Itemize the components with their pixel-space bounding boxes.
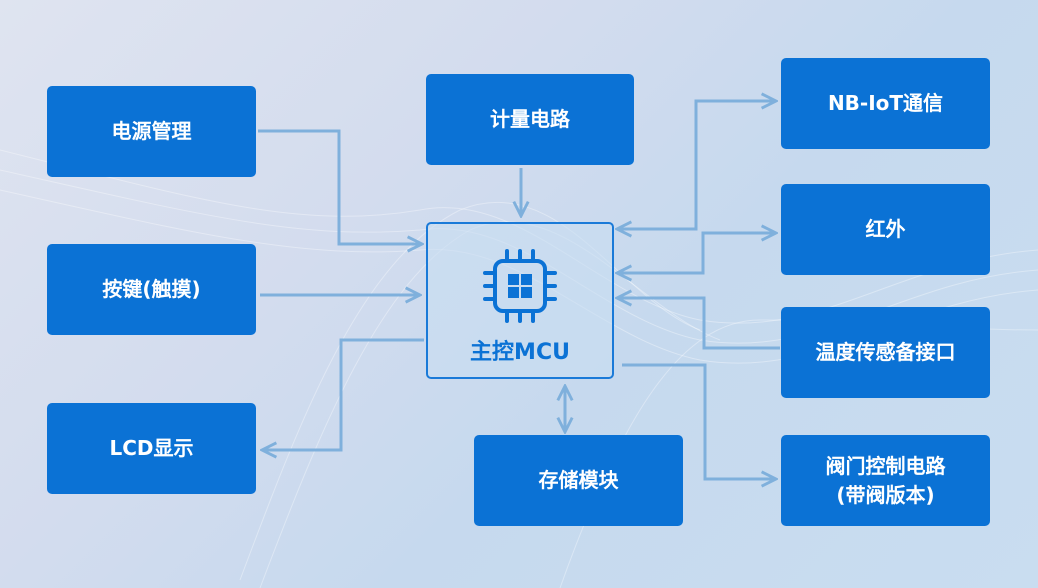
storage-module-node: 存储模块 [474,435,683,526]
lcd-display-node: LCD显示 [47,403,256,494]
mcu-node: 主控MCU [426,222,614,379]
metering-circuit-node: 计量电路 [426,74,634,165]
temperature-sensor-node: 温度传感备接口 [781,307,990,398]
node-label: 红外 [865,217,906,241]
temp-to-mcu-line [617,298,780,350]
mcu-nbiot-line [617,101,776,229]
node-label: 阀门控制电路 [825,453,946,478]
node-label: 温度传感备接口 [815,340,956,364]
mcu-to-valve-line [622,363,776,479]
node-label: 按键(触摸) [102,277,201,301]
infrared-node: 红外 [781,184,990,275]
nbiot-node: NB-IoT通信 [781,58,990,149]
node-label: LCD显示 [109,436,194,460]
node-label: 电源管理 [111,119,192,143]
node-label: NB-IoT通信 [827,91,944,115]
keys-node: 按键(触摸) [47,244,256,335]
chip-icon [483,249,557,323]
valve-control-node: 阀门控制电路 (带阀版本) [781,435,990,526]
node-label: 存储模块 [538,468,619,492]
power-management-node: 电源管理 [47,86,256,177]
power-to-mcu-line [258,129,422,244]
mcu-to-lcd-line [262,338,424,450]
mcu-label: 主控MCU [470,340,570,365]
node-sublabel: (带阀版本) [836,482,935,507]
node-label: 计量电路 [490,107,570,131]
mcu-infrared-line [617,233,776,273]
